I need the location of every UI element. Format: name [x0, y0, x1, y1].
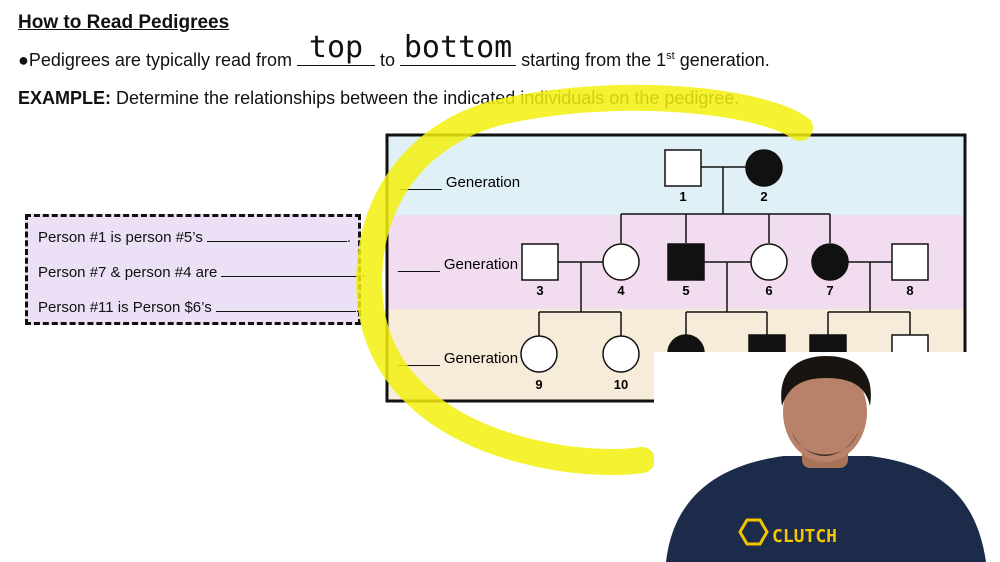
presenter-webcam: CLUTCH — [654, 352, 1000, 562]
label-9: 9 — [535, 377, 542, 392]
label-10: 10 — [614, 377, 628, 392]
blank-2: bottom — [400, 33, 517, 66]
generation-label-1: _____ Generation — [399, 174, 520, 191]
label-2: 2 — [760, 189, 767, 204]
question-box: Person #1 is person #5’s. Person #7 & pe… — [25, 214, 365, 325]
individual-2-affected-female — [745, 149, 783, 187]
label-3: 3 — [536, 283, 543, 298]
question-3-text: Person #11 is Person $6’s — [38, 299, 212, 316]
bullet-statement: ●Pedigrees are typically read from top t… — [18, 33, 770, 71]
individual-8-male — [891, 243, 929, 281]
individual-7-affected-female — [811, 243, 849, 281]
generation-label-3: _____ Generation — [397, 350, 518, 367]
presenter-face — [783, 362, 867, 462]
individual-5-affected-male — [667, 243, 705, 281]
handwritten-answer-1: top — [308, 30, 364, 65]
clutch-logo-icon — [738, 518, 769, 546]
individual-4-female — [602, 243, 640, 281]
bullet-superscript: st — [666, 50, 675, 62]
page-title: How to Read Pedigrees — [18, 12, 230, 33]
label-7: 7 — [826, 283, 833, 298]
bullet-suffix: starting from the 1 — [521, 50, 667, 70]
handwritten-answer-2: bottom — [403, 30, 513, 65]
individual-6-female — [750, 243, 788, 281]
label-4: 4 — [617, 283, 625, 298]
blank-1: top — [297, 33, 376, 66]
individual-1-male — [664, 149, 702, 187]
bullet-end: generation. — [674, 50, 770, 70]
bullet-to: to — [380, 50, 396, 70]
answer-blank-2 — [221, 276, 362, 277]
example-label: EXAMPLE: — [18, 88, 112, 108]
pedigree-lines — [538, 166, 911, 336]
individual-10-female — [602, 335, 640, 373]
bullet-prefix: ●Pedigrees are typically read from — [18, 50, 292, 70]
label-8: 8 — [906, 283, 913, 298]
individual-9-female — [520, 335, 558, 373]
answer-blank-3 — [215, 311, 356, 312]
label-5: 5 — [682, 283, 689, 298]
individual-3-male — [521, 243, 559, 281]
answer-blank-1 — [206, 241, 347, 242]
brand-text: CLUTCH — [772, 526, 837, 547]
question-1: Person #1 is person #5’s. — [38, 229, 351, 246]
highlighter-stroke — [356, 84, 813, 475]
question-2-text: Person #7 & person #4 are — [38, 264, 218, 281]
label-1: 1 — [679, 189, 686, 204]
label-6: 6 — [765, 283, 772, 298]
presenter-shirt — [666, 456, 986, 562]
question-1-text: Person #1 is person #5’s — [38, 229, 203, 246]
generation-label-2: _____ Generation — [397, 256, 518, 273]
